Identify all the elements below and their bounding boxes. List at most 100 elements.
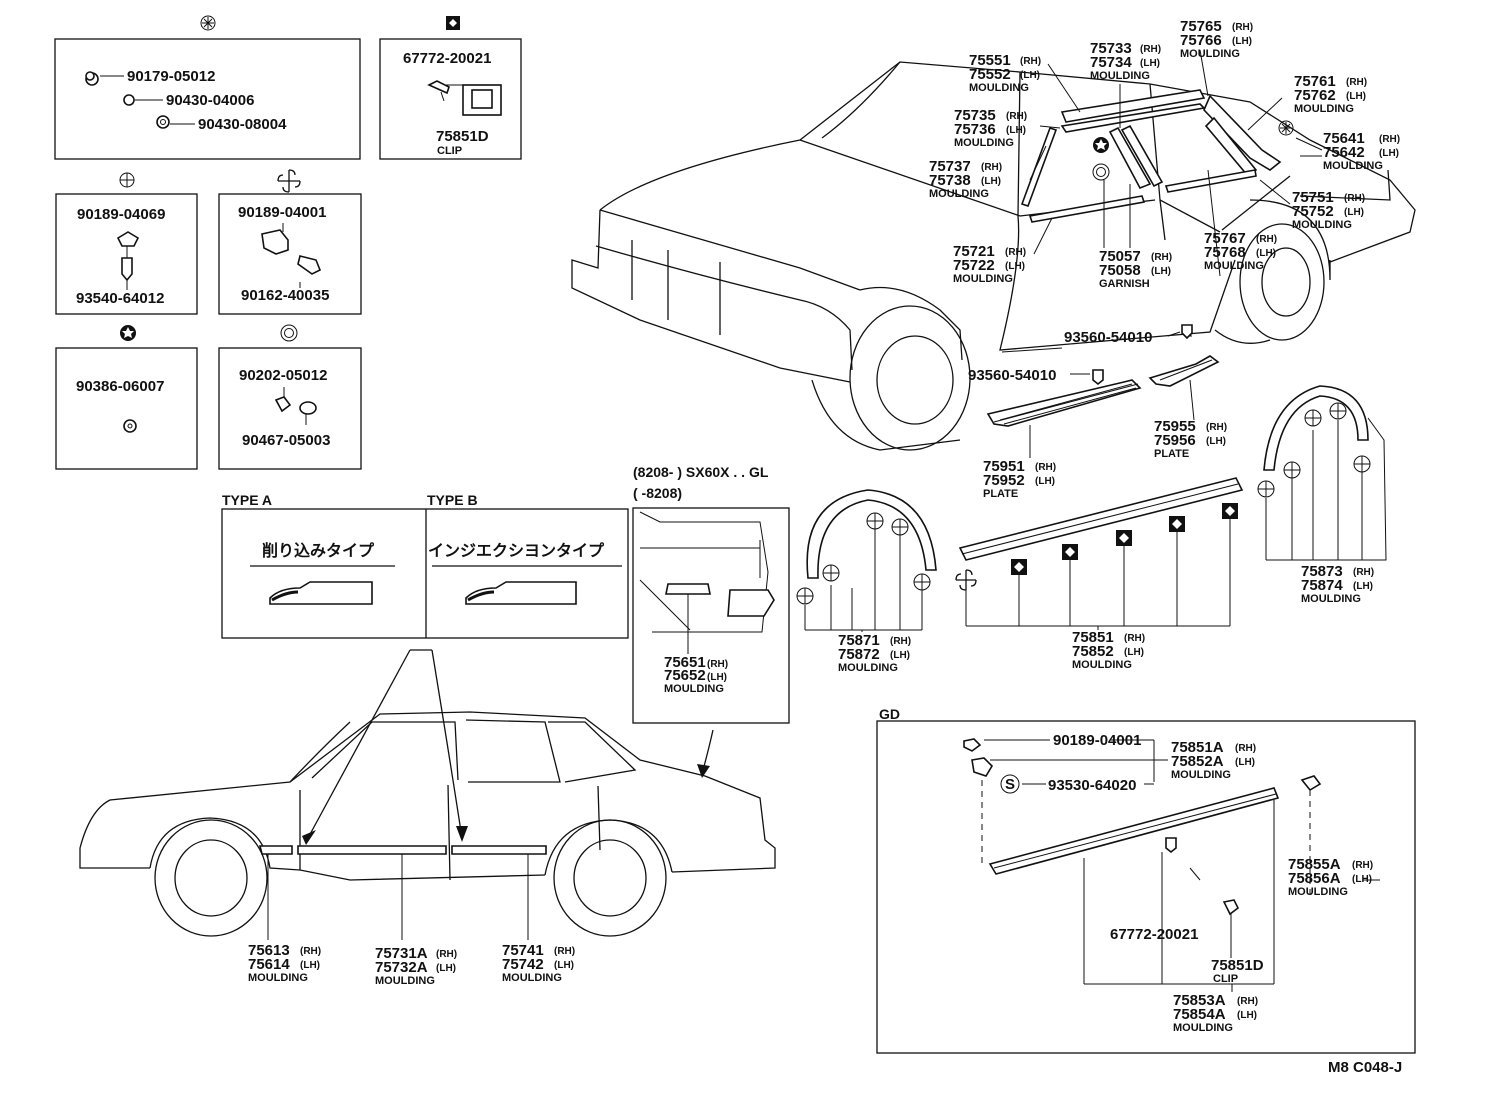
part-number-lh: 75952 bbox=[983, 472, 1025, 489]
rear-side-moulding bbox=[665, 583, 711, 595]
part-number-rh: 75721 bbox=[953, 243, 995, 260]
gd-title: GD bbox=[879, 706, 900, 722]
sx60-variant-line2: ( -8208) bbox=[633, 485, 682, 501]
lh-suffix: (LH) bbox=[1206, 436, 1226, 447]
double-circle-icon bbox=[280, 324, 298, 342]
fastener-markers bbox=[796, 402, 1371, 605]
part-number-lh: 75872 bbox=[838, 646, 880, 663]
lh-suffix: (LH) bbox=[1124, 647, 1144, 658]
door-side-moulding bbox=[958, 477, 1244, 630]
gd-panel: GD S 90189-04001 93530-64020 67772-2002 bbox=[876, 706, 1416, 1054]
double-circle-fastener-box: 90202-05012 90467-05003 bbox=[218, 324, 362, 470]
part-number: 93530-64020 bbox=[1048, 777, 1136, 794]
part-name: MOULDING bbox=[953, 273, 1013, 285]
lh-suffix: (LH) bbox=[1346, 91, 1366, 102]
part-number-lh: 75722 bbox=[953, 257, 995, 274]
part-number-lh: 75762 bbox=[1294, 87, 1336, 104]
circle-star-fastener-box: 90386-06007 bbox=[55, 325, 198, 470]
rh-suffix: (RH) bbox=[981, 162, 1002, 173]
part-number-rh: 75641 bbox=[1323, 130, 1365, 147]
type-panel: TYPE A TYPE B 削り込みタイプ インジエクシヨンタイプ bbox=[221, 492, 629, 845]
type-a-japanese-label: 削り込みタイプ bbox=[262, 541, 375, 560]
part-number: 90467-05003 bbox=[242, 432, 330, 449]
part-number-rh: 75761 bbox=[1294, 73, 1336, 90]
lh-suffix: (LH) bbox=[1232, 36, 1252, 47]
pinwheel-icon bbox=[277, 169, 301, 193]
part-number-lh: 75552 bbox=[969, 66, 1011, 83]
part-number-rh: 75737 bbox=[929, 158, 971, 175]
pinwheel-fastener-box: 90189-04001 90162-40035 bbox=[218, 169, 362, 315]
lh-suffix: (LH) bbox=[1140, 58, 1160, 69]
part-number-lh: 75642 bbox=[1323, 144, 1365, 161]
part-number: 90386-06007 bbox=[76, 378, 164, 395]
square-diamond-icon bbox=[1172, 519, 1182, 529]
lh-suffix: (LH) bbox=[1020, 70, 1040, 81]
part-number: 75853A bbox=[1173, 992, 1226, 1009]
front-wheel-arch-moulding bbox=[804, 489, 937, 632]
part-name: MOULDING bbox=[375, 975, 435, 987]
type-a-moulding-section bbox=[269, 581, 373, 605]
part-name: GARNISH bbox=[1099, 278, 1150, 290]
part-name: MOULDING bbox=[502, 972, 562, 984]
rh-suffix: (RH) bbox=[1256, 234, 1277, 245]
svg-text:(RH): (RH) bbox=[707, 659, 728, 670]
svg-text:(LH): (LH) bbox=[1237, 1010, 1257, 1021]
lh-suffix: (LH) bbox=[300, 960, 320, 971]
part-name: MOULDING bbox=[1294, 103, 1354, 115]
rh-suffix: (RH) bbox=[300, 946, 321, 957]
part-number: 90430-08004 bbox=[198, 116, 287, 133]
part-number-lh: 75874 bbox=[1301, 577, 1343, 594]
part-number-rh: 75765 bbox=[1180, 18, 1222, 35]
lh-suffix: (LH) bbox=[1006, 125, 1026, 136]
part-number-lh: 75766 bbox=[1180, 32, 1222, 49]
circle-plus-fastener-box: 90189-04069 93540-64012 bbox=[55, 172, 198, 315]
part-number: 75855A bbox=[1288, 856, 1341, 873]
part-name: MOULDING bbox=[1301, 593, 1361, 605]
part-number-lh: 75956 bbox=[1154, 432, 1196, 449]
type-b-moulding-section bbox=[465, 581, 577, 605]
part-name: MOULDING bbox=[1180, 48, 1240, 60]
square-diamond-icon bbox=[1065, 547, 1075, 557]
part-number-lh: 75768 bbox=[1204, 244, 1246, 261]
part-number: 90189-04069 bbox=[77, 206, 165, 223]
svg-text:(RH): (RH) bbox=[1237, 996, 1258, 1007]
reference-code: M8 C048-J bbox=[1328, 1059, 1402, 1076]
rh-suffix: (RH) bbox=[1140, 44, 1161, 55]
part-number: 75851D bbox=[436, 128, 489, 145]
part-name: MOULDING bbox=[1173, 1022, 1233, 1034]
rh-suffix: (RH) bbox=[1206, 422, 1227, 433]
asterisk-fastener-box: 90179-05012 90430-04006 90430-08004 bbox=[54, 15, 361, 160]
rh-suffix: (RH) bbox=[1020, 56, 1041, 67]
part-number-rh: 75733 bbox=[1090, 40, 1132, 57]
part-number-lh: 75738 bbox=[929, 172, 971, 189]
part-name: MOULDING bbox=[1204, 260, 1264, 272]
rh-suffix: (RH) bbox=[1006, 111, 1027, 122]
sx60-panel: (8208- ) SX60X . . GL ( -8208) 75651 (RH… bbox=[632, 464, 790, 778]
part-number-rh: 75751 bbox=[1292, 189, 1334, 206]
type-a-label: TYPE A bbox=[222, 492, 272, 508]
part-name: PLATE bbox=[983, 488, 1018, 500]
part-number: 90189-04001 bbox=[238, 204, 326, 221]
part-name: MOULDING bbox=[1288, 886, 1348, 898]
main-car-leaders bbox=[1001, 49, 1323, 353]
circle-plus-icon bbox=[119, 172, 135, 188]
part-number-lh: 75752 bbox=[1292, 203, 1334, 220]
part-number: 75856A bbox=[1288, 870, 1341, 887]
rh-suffix: (RH) bbox=[1344, 193, 1365, 204]
lh-suffix: (LH) bbox=[1344, 207, 1364, 218]
part-number: 90162-40035 bbox=[241, 287, 329, 304]
scuff-plates bbox=[986, 324, 1220, 458]
rh-suffix: (RH) bbox=[1124, 633, 1145, 644]
part-number-lh: 75742 bbox=[502, 956, 544, 973]
rh-suffix: (RH) bbox=[1232, 22, 1253, 33]
type-b-japanese-label: インジエクシヨンタイプ bbox=[428, 541, 605, 560]
part-number-rh: 75057 bbox=[1099, 248, 1141, 265]
part-number: 90179-05012 bbox=[127, 68, 215, 85]
circle-star-icon bbox=[120, 325, 136, 341]
part-number: 90202-05012 bbox=[239, 367, 327, 384]
clip-box: 67772-20021 75851D CLIP bbox=[379, 16, 522, 160]
part-number-rh: 75767 bbox=[1204, 230, 1246, 247]
s-circle-icon: S bbox=[1000, 774, 1020, 794]
lh-suffix: (LH) bbox=[554, 960, 574, 971]
